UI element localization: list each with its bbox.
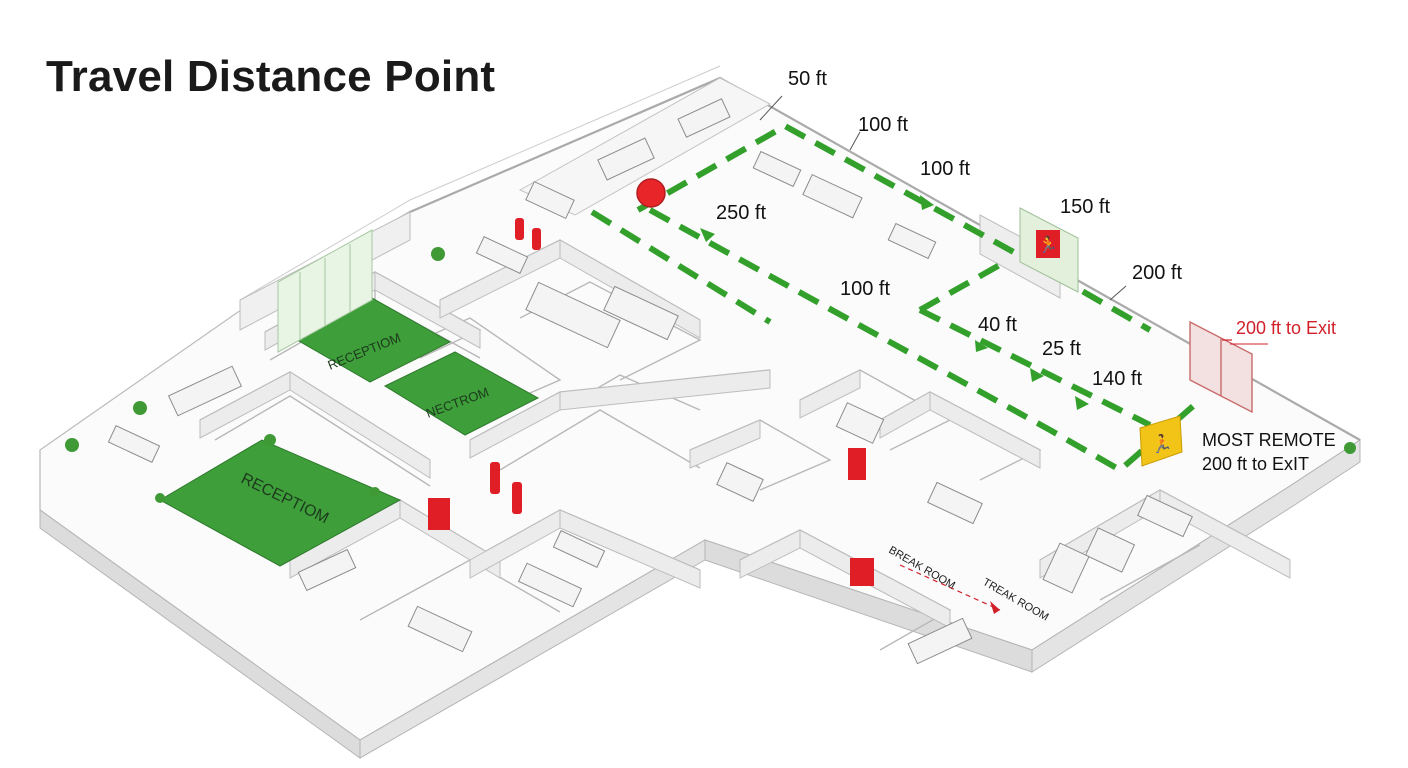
fire-extinguisher-icon <box>490 462 500 494</box>
distance-label-250ft: 250 ft <box>716 202 767 224</box>
distance-label-100ft-c: 100 ft <box>840 278 891 300</box>
most-remote-label: MOST REMOTE 200 ft to ExIT <box>1202 428 1336 476</box>
fire-extinguisher-icon <box>515 218 524 240</box>
label-leaders <box>759 95 1268 345</box>
fire-extinguisher-icon <box>428 498 450 530</box>
distance-label-150ft: 150 ft <box>1060 196 1111 218</box>
exit-double-door <box>1189 320 1253 414</box>
running-man-exit-icon <box>1036 230 1060 258</box>
distance-label-140ft: 140 ft <box>1092 368 1143 390</box>
most-remote-line1: MOST REMOTE <box>1202 430 1336 450</box>
distance-label-200ft: 200 ft <box>1132 262 1183 284</box>
fire-extinguisher-icon <box>850 558 874 586</box>
glass-partition <box>277 229 373 353</box>
fire-extinguisher-icon <box>848 448 866 480</box>
fire-extinguisher-icon <box>512 482 522 514</box>
distance-label-50ft: 50 ft <box>788 68 827 90</box>
fire-extinguisher-icon <box>532 228 541 250</box>
svg-text:🏃: 🏃 <box>1038 235 1058 254</box>
exit-distance-label: 200 ft to Exit <box>1236 318 1337 338</box>
most-remote-line2: 200 ft to ExIT <box>1202 454 1310 474</box>
distance-label-100ft-a: 100 ft <box>858 114 909 136</box>
travel-start-point-icon <box>636 178 666 208</box>
remote-point-sign: 🏃 <box>1139 415 1183 467</box>
page-title: Travel Distance Point <box>46 52 496 101</box>
svg-text:🏃: 🏃 <box>1151 433 1173 455</box>
distance-label-25ft: 25 ft <box>1042 338 1081 360</box>
path-arrows <box>700 195 1089 410</box>
furniture <box>107 98 1193 665</box>
safety-signs <box>428 218 874 586</box>
distance-label-100ft-b: 100 ft <box>920 158 971 180</box>
distance-label-40ft: 40 ft <box>978 314 1017 336</box>
plants <box>65 247 1356 503</box>
exit-door: 🏃 <box>1019 207 1079 293</box>
running-man-remote-icon <box>1139 415 1183 467</box>
